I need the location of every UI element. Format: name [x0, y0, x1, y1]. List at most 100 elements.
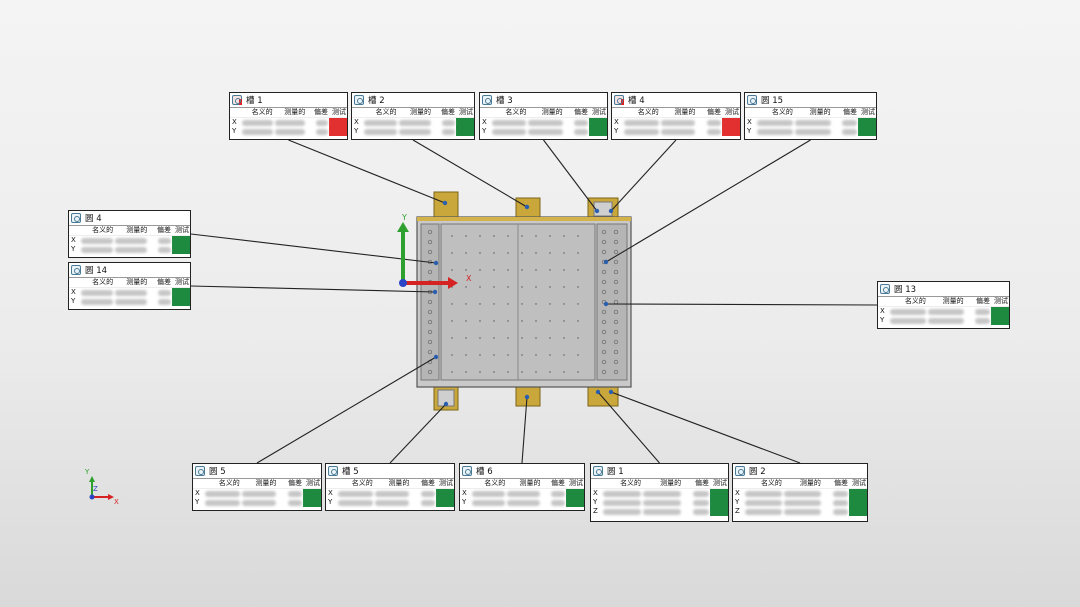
feature-card-circle5[interactable]: 圆 5 名义的 测量的 偏差 测试 X Y [192, 463, 322, 511]
feature-card-slot4[interactable]: 槽 4 名义的 测量的 偏差 测试 X Y [611, 92, 741, 140]
panel-rivet [535, 252, 537, 254]
triad-x-label: X [114, 498, 119, 506]
panel-rivet [451, 303, 453, 305]
deviation-value [682, 489, 710, 499]
leader-line-slot2 [412, 139, 528, 208]
header-row: 名义的 测量的 偏差 测试 [878, 297, 1009, 307]
feature-card-slot5[interactable]: 槽 5 名义的 测量的 偏差 测试 X Y [325, 463, 455, 511]
feature-title: 圆 5 [209, 467, 226, 477]
feature-card-circle14[interactable]: 圆 14 名义的 测量的 偏差 测试 X Y [68, 262, 191, 310]
panel-rivet [521, 354, 523, 356]
nominal-value [471, 489, 506, 499]
leader-line-circle5 [256, 356, 437, 464]
feature-point-slot5[interactable] [443, 401, 449, 407]
feature-title: 圆 14 [85, 266, 108, 276]
panel-rivet [451, 354, 453, 356]
axis-label: X [195, 489, 200, 497]
panel-rivet [535, 235, 537, 237]
nominal-value [756, 127, 794, 136]
nominal-value [204, 489, 241, 499]
measurement-table: 名义的 测量的 偏差 测试 X Y [878, 297, 1009, 325]
axis-row: X [733, 488, 867, 499]
axis-header [745, 108, 756, 118]
deviation-value [832, 118, 858, 128]
part-hole [427, 339, 433, 345]
feature-card-slot2[interactable]: 槽 2 名义的 测量的 偏差 测试 X Y [351, 92, 475, 140]
nominal-value [491, 118, 527, 128]
feature-point-circle15[interactable] [603, 259, 609, 265]
panel-rivet [465, 337, 467, 339]
panel-rivet [465, 371, 467, 373]
panel-rivet [577, 235, 579, 237]
deviation-value [148, 236, 172, 246]
part-model[interactable] [416, 191, 632, 411]
part-hole [601, 339, 607, 345]
feature-point-circle2[interactable] [608, 389, 614, 395]
measured-value [114, 236, 148, 246]
feature-point-slot1[interactable] [442, 200, 448, 206]
feature-title: 圆 15 [761, 96, 784, 106]
feature-card-circle4[interactable]: 圆 4 名义的 测量的 偏差 测试 X Y [68, 210, 191, 258]
axis-label: Y [195, 498, 200, 506]
panel-rivet [451, 235, 453, 237]
measured-value [506, 498, 541, 507]
measured-header: 测量的 [642, 479, 683, 489]
feature-card-slot1[interactable]: 槽 1 名义的 测量的 偏差 测试 X Y [229, 92, 348, 140]
feature-point-slot3[interactable] [594, 208, 600, 214]
nominal-header: 名义的 [241, 108, 274, 118]
measured-value [783, 489, 822, 499]
axis-label: Y [593, 498, 598, 506]
axis-row: Y [326, 498, 454, 507]
feature-point-circle5[interactable] [433, 354, 439, 360]
measured-value [642, 507, 682, 516]
measured-value [783, 507, 822, 516]
test-header: 测试 [329, 108, 347, 118]
nominal-header: 名义的 [602, 479, 643, 489]
panel-rivet [493, 303, 495, 305]
feature-card-circle13[interactable]: 圆 13 名义的 测量的 偏差 测试 X Y [877, 281, 1010, 329]
feature-card-circle2[interactable]: 圆 2 名义的 测量的 偏差 测试 X Y Z [732, 463, 868, 522]
feature-point-circle14[interactable] [432, 289, 438, 295]
feature-point-circle4[interactable] [433, 260, 439, 266]
axis-label: Y [354, 127, 359, 135]
feature-point-slot6[interactable] [524, 394, 530, 400]
part-hole [601, 279, 607, 285]
card-header: 圆 14 [69, 263, 190, 278]
deviation-value [410, 489, 436, 499]
feature-card-circle1[interactable]: 圆 1 名义的 测量的 偏差 测试 X Y Z [590, 463, 729, 522]
panel-rivet [465, 269, 467, 271]
test-status-cell [710, 507, 728, 516]
panel-rivet [465, 320, 467, 322]
nominal-value [80, 288, 114, 298]
card-header: 圆 5 [193, 464, 321, 479]
part-hole [601, 249, 607, 255]
feature-point-circle13[interactable] [603, 301, 609, 307]
test-status-cell [172, 245, 190, 254]
axis-row: Y [460, 498, 584, 507]
panel-rivet [493, 269, 495, 271]
panel-rivet [521, 286, 523, 288]
view-triad[interactable]: Y Z X [84, 468, 119, 506]
panel-rivet [493, 252, 495, 254]
feature-title: 槽 3 [496, 96, 513, 106]
nominal-value [80, 236, 114, 246]
panel-rivet [577, 337, 579, 339]
panel-rivet [479, 252, 481, 254]
test-status-cell [991, 306, 1009, 316]
axis-row: Z [591, 507, 728, 516]
feature-card-circle15[interactable]: 圆 15 名义的 测量的 偏差 测试 X Y [744, 92, 877, 140]
panel-rivet [479, 303, 481, 305]
part-hole [427, 239, 433, 245]
feature-title: 圆 13 [894, 285, 917, 295]
part-hole [613, 359, 619, 365]
axis-row: X [193, 488, 321, 499]
feature-card-slot3[interactable]: 槽 3 名义的 测量的 偏差 测试 X Y [479, 92, 608, 140]
feature-card-slot6[interactable]: 槽 6 名义的 测量的 偏差 测试 X Y [459, 463, 585, 511]
panel-rivet [465, 354, 467, 356]
feature-point-slot2[interactable] [524, 204, 530, 210]
feature-point-circle1[interactable] [595, 389, 601, 395]
panel-rivet [465, 286, 467, 288]
feature-point-slot4[interactable] [608, 208, 614, 214]
